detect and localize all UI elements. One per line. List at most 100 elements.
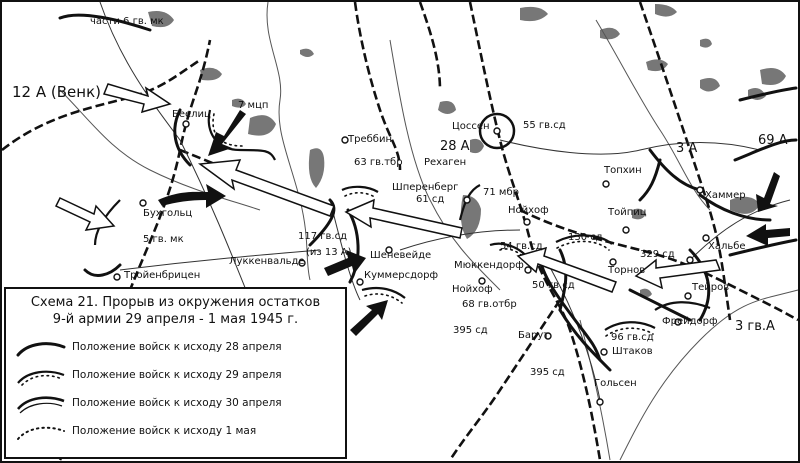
zossen-ring [478,112,516,150]
town-label: Треббин [348,134,392,145]
front-28apr [558,248,568,312]
lake [700,38,712,48]
front-30apr [555,234,613,245]
legend-title-line2: 9-й армии 29 апреля - 1 мая 1945 г. [52,312,299,327]
legend-item-28apr: Положение войск к исходу 28 апреля [14,337,344,359]
town-dot [622,226,630,234]
lake [470,138,484,154]
army-3-label: 3 А [676,141,698,156]
front-1may [344,192,377,199]
lakes [148,4,786,297]
road [99,1,181,141]
army-69-label: 69 А [758,133,788,148]
town-label: Гольсен [594,378,637,389]
town-dot [341,136,349,144]
legend-symbol-29apr [17,370,65,386]
town-label: Нойхоф [508,205,549,216]
lake [248,115,276,136]
front-28apr [538,258,602,362]
soviet-arrows [158,110,790,336]
front-29apr [207,109,276,161]
unit-label: 55 гв.сд [523,120,566,131]
unit-label: 7 мцп [238,100,269,111]
town-dot [674,318,682,326]
town-dot [356,278,364,286]
unit-label: 130 сд [568,232,603,243]
legend-label: Положение войск к исходу 28 апреля [72,341,282,353]
unit-label: 117 гв.сд [298,231,348,242]
lake [520,6,548,22]
unit-label: (из 13 А) [306,247,352,258]
lake [148,11,174,28]
town-dot [139,199,147,207]
front-30apr [361,286,406,299]
army-12-label: 12 А (Венк) [12,83,101,101]
town-dot [686,256,694,264]
road [179,139,251,301]
railway [58,39,212,461]
lake [700,78,720,92]
front-28apr [648,148,702,192]
attack-arrow [208,110,246,156]
town-dot [463,196,471,204]
lake [232,98,246,108]
lake [308,148,325,188]
front-28apr [628,288,692,322]
unit-label: 71 мбр [483,187,519,198]
breakout-arrow [344,198,463,239]
railway [638,1,732,321]
front-28apr [698,193,772,222]
legend-title-line1: Схема 21. Прорыв из окружения остатков [30,295,321,310]
front-28apr [738,86,798,102]
town-dot [684,292,692,300]
town-label: Тройенбрицен [124,270,201,281]
town-label: Шеневейде [370,250,432,261]
legend-label: Положение войск к исходу 29 апреля [72,369,282,381]
lake [730,196,760,214]
attack-arrow [324,250,366,276]
town-label: Штаков [612,346,653,357]
unit-label: 63 гв.тбр [354,157,403,168]
legend-symbol-30apr [17,396,65,414]
front-28apr [558,308,612,372]
road [119,249,321,271]
town-dot [696,186,704,194]
town-markers [113,120,710,406]
front-28apr [728,238,798,257]
road [689,199,791,261]
town-label: Бухгольц [143,208,193,219]
town-label: Луккенвальде [229,256,305,267]
front-1may [556,240,610,251]
town-dot [524,266,532,274]
front-30apr [654,301,711,311]
front-28apr [638,158,662,202]
legend-item-1may: Положение войск к исходу 1 мая [14,421,344,443]
lake [632,208,646,220]
town-dot [113,273,121,281]
attack-arrow [756,172,780,212]
unit-label: 96 гв.сд [611,332,654,343]
river [59,89,261,211]
lake [655,4,677,17]
wenck-arrow [54,197,116,231]
town-label: Фрейдорф [662,316,718,327]
town-dot [596,398,604,406]
front-28apr [688,248,711,322]
unit-label: 54 гв.сд [500,241,543,252]
town-label: Цоссен [452,121,490,132]
unit-label: 329 сд [640,249,675,260]
town-dot [602,180,610,188]
town-label: Тейров [692,282,730,293]
lake [646,59,668,72]
legend-symbol-28apr [16,342,66,357]
unit-label: части 6 гв. мк [90,16,164,27]
railway [418,1,442,91]
railway [448,299,562,461]
breakout-arrow [197,159,335,217]
lake [460,195,481,239]
unit-label: 395 сд [530,367,565,378]
river [389,39,501,291]
